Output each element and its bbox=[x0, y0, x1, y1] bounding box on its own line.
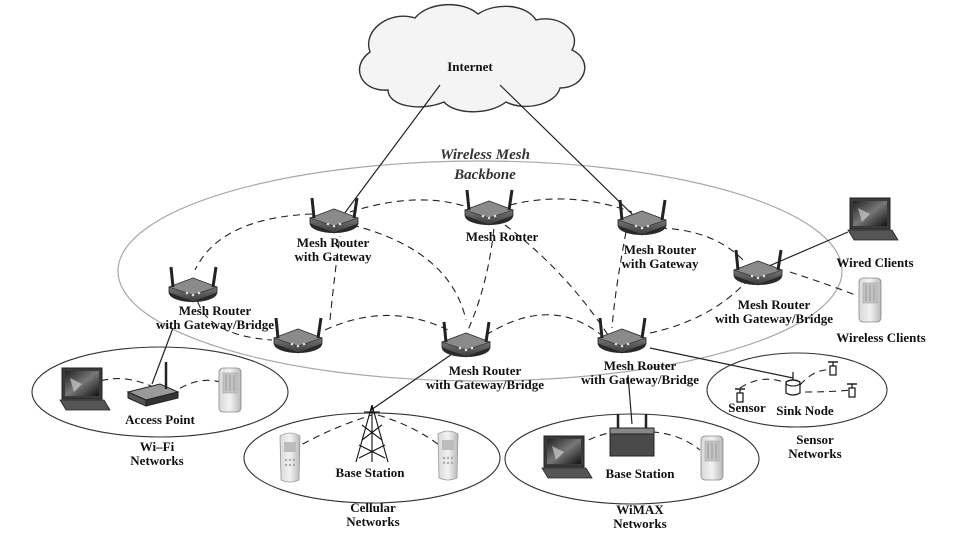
internet-cloud bbox=[358, 3, 586, 113]
wimax-laptop bbox=[541, 435, 593, 479]
sensor-node-right bbox=[846, 383, 858, 398]
router-bridge-far-left-label: Mesh Router with Gateway/Bridge bbox=[155, 303, 275, 332]
sink-node-label: Sink Node bbox=[776, 403, 834, 418]
mesh-backbone-ellipse bbox=[117, 160, 843, 382]
mesh-router-bridge-lower-right bbox=[596, 316, 648, 355]
wimax-handheld bbox=[700, 435, 724, 481]
cellular-phone-left bbox=[279, 432, 301, 483]
backbone-label: Wireless Mesh Backbone bbox=[440, 147, 530, 183]
wifi-networks-label: Wi–Fi Networks bbox=[130, 439, 184, 468]
mesh-router-gateway-left bbox=[308, 196, 360, 235]
router-gateway-left-label: Mesh Router with Gateway bbox=[294, 235, 372, 264]
wimax-base-station-label: Base Station bbox=[605, 466, 675, 481]
mesh-router-center bbox=[463, 188, 515, 227]
sensor-label: Sensor bbox=[728, 400, 766, 415]
wireless-client-handheld bbox=[858, 277, 882, 323]
wireless-links bbox=[89, 198, 859, 453]
cellular-phone-right bbox=[437, 430, 459, 481]
internet-label: Internet bbox=[447, 59, 493, 74]
router-bridge-lower-right-label: Mesh Router with Gateway/Bridge bbox=[580, 358, 700, 387]
router-gateway-right-label: Mesh Router with Gateway bbox=[621, 242, 699, 271]
wimax-base-station bbox=[609, 414, 655, 457]
sensor-node-top bbox=[827, 361, 839, 376]
wired-clients-label: Wired Clients bbox=[836, 255, 914, 270]
mesh-router-bridge-center bbox=[440, 320, 492, 359]
router-bridge-far-right-label: Mesh Router with Gateway/Bridge bbox=[714, 297, 834, 326]
cellular-base-station-label: Base Station bbox=[335, 465, 405, 480]
wifi-network-ellipse bbox=[31, 346, 289, 438]
sensor-network-ellipse bbox=[706, 352, 888, 428]
mesh-router-bridge-far-left bbox=[167, 265, 219, 304]
cell-tower bbox=[355, 404, 389, 463]
wimax-network-ellipse bbox=[504, 413, 760, 505]
wimax-networks-label: WiMAX Networks bbox=[613, 502, 667, 531]
wifi-handheld bbox=[218, 367, 242, 413]
wireless-clients-label: Wireless Clients bbox=[836, 330, 926, 345]
mesh-router-bridge-far-right bbox=[732, 248, 784, 287]
access-point-label: Access Point bbox=[125, 412, 195, 427]
wired-client-laptop bbox=[847, 197, 899, 241]
access-point-device bbox=[126, 362, 180, 407]
cellular-networks-label: Cellular Networks bbox=[346, 500, 400, 529]
wifi-laptop bbox=[59, 367, 111, 411]
router-center-label: Mesh Router bbox=[465, 229, 539, 244]
sink-node-icon bbox=[785, 372, 801, 396]
router-bridge-center-label: Mesh Router with Gateway/Bridge bbox=[425, 363, 545, 392]
mesh-router-gateway-right bbox=[616, 198, 668, 237]
sensor-networks-label: Sensor Networks bbox=[788, 432, 842, 461]
